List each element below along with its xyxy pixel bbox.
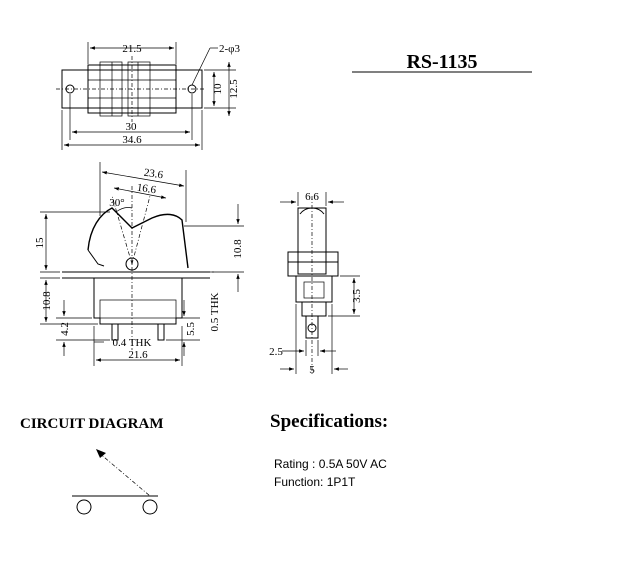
specifications-heading: Specifications:	[270, 411, 388, 432]
leader-line	[191, 47, 211, 86]
contact-terminal-left	[76, 499, 92, 515]
top-view: 21.5 2-φ3 10 12.5 30 34.6	[56, 42, 241, 150]
terminal	[157, 323, 165, 341]
dim-terminal-offset: 3.5	[351, 289, 363, 303]
end-flange	[287, 251, 339, 263]
end-view: 6.6 3.5 2.5 5	[269, 191, 363, 376]
switch-body	[93, 278, 183, 325]
model-title: RS-1135	[406, 51, 477, 73]
switch-arm	[97, 451, 151, 497]
dim-thickness-right: 0.5 THK	[209, 292, 221, 331]
dim-hole-spacing: 30	[126, 121, 138, 133]
dim-thickness-bottom: 0.4 THK	[113, 337, 152, 349]
dim-angle: 30°	[109, 197, 124, 209]
spec-function: Function: 1P1T	[274, 475, 356, 489]
end-body-detail	[303, 281, 325, 299]
dim-line	[113, 187, 167, 199]
dim-rocker-height: 15	[34, 237, 46, 249]
title-block: RS-1135	[352, 51, 532, 73]
dim-pin-height: 4.2	[59, 322, 71, 336]
dim-overall-length: 34.6	[122, 134, 142, 146]
dim-body-right: 10.8	[232, 239, 244, 259]
rocker-outline	[87, 207, 189, 269]
end-base	[301, 301, 327, 317]
dim-rocker-width: 23.6	[143, 167, 164, 182]
dim-pivot-width: 16.6	[136, 182, 157, 197]
angle-arc	[115, 207, 133, 213]
dim-body-left: 10.8	[41, 291, 53, 311]
contact-terminal-right	[142, 499, 158, 515]
dim-height-outer: 12.5	[228, 79, 240, 99]
switch-arrowhead	[96, 449, 106, 458]
angle-line	[131, 195, 151, 265]
dim-top-width: 6.6	[305, 191, 319, 203]
rocker-outline	[87, 249, 105, 267]
circuit-diagram: CIRCUIT DIAGRAM	[20, 416, 163, 515]
dim-body-width: 21.6	[128, 349, 148, 361]
dim-line	[101, 171, 185, 187]
body-detail	[99, 299, 177, 319]
dim-width-inner: 21.5	[122, 43, 142, 55]
specifications: Specifications: Rating : 0.5A 50V AC Fun…	[270, 411, 388, 489]
dim-pin-spacing: 5	[309, 364, 315, 376]
dim-holes: 2-φ3	[219, 43, 241, 55]
side-view: 23.6 16.6 30° 15 10.8 10.8 4.2	[34, 162, 244, 366]
spec-rating: Rating : 0.5A 50V AC	[274, 457, 387, 471]
circuit-heading: CIRCUIT DIAGRAM	[20, 416, 163, 432]
dim-terminal-length: 5.5	[185, 322, 197, 336]
angle-line	[111, 195, 133, 265]
dim-pin-offset: 2.5	[269, 346, 283, 358]
dim-height-inner: 10	[212, 83, 224, 95]
terminal	[111, 323, 119, 341]
